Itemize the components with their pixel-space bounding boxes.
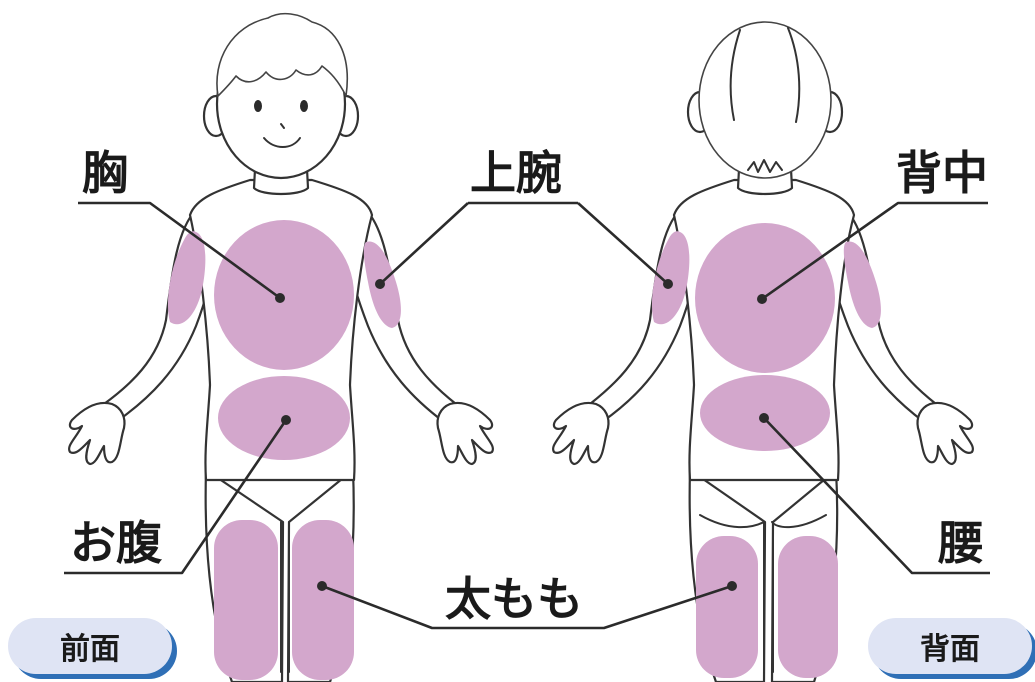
back-left-hand — [553, 403, 608, 464]
belly-label: お腹 — [70, 520, 162, 566]
back-dot — [757, 294, 767, 304]
back-head — [699, 22, 831, 178]
front-left-hand — [69, 403, 124, 464]
belly-dot — [281, 415, 291, 425]
front-left-thigh-region — [214, 520, 278, 680]
chest-dot — [275, 293, 285, 303]
upper-arm-back-dot — [663, 279, 673, 289]
front-right-eye — [300, 100, 308, 112]
thigh-front-dot — [317, 581, 327, 591]
front-view-button[interactable]: 前面 — [8, 618, 172, 674]
thigh-back-dot — [727, 581, 737, 591]
lower-back-dot — [759, 413, 769, 423]
back-left-thigh-region — [696, 536, 758, 678]
front-right-thigh-region — [292, 520, 354, 680]
leader-upper-arm-front — [380, 203, 468, 284]
front-left-eye — [254, 100, 262, 112]
leader-upper-arm-back — [578, 203, 668, 284]
chest-label: 胸 — [82, 150, 128, 196]
lower-back-label: 腰 — [938, 520, 984, 566]
upper-arm-front-dot — [375, 279, 385, 289]
upper-arm-label: 上腕 — [470, 150, 562, 196]
back-right-hand — [918, 403, 973, 464]
back-label: 背中 — [896, 150, 988, 196]
thigh-label: 太もも — [445, 576, 583, 622]
back-lower-region — [700, 375, 830, 451]
back-right-thigh-region — [778, 536, 838, 678]
back-view-button[interactable]: 背面 — [868, 618, 1032, 674]
front-right-hand — [438, 403, 493, 464]
